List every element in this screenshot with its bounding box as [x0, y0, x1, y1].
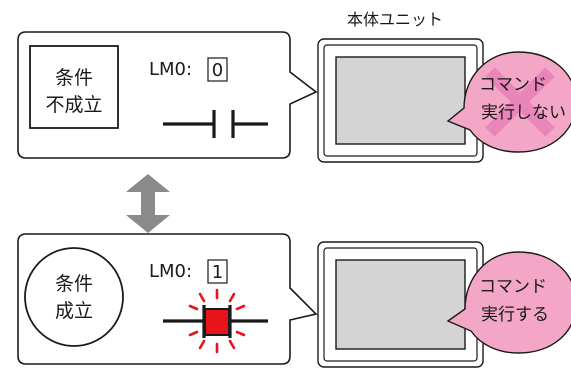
bubble-text-line2: 実行しない — [481, 103, 566, 123]
device-screen-top — [335, 56, 466, 145]
relay-value: 1 — [212, 262, 223, 283]
relay-value: 0 — [212, 60, 223, 81]
condition-label-line1: 条件 — [55, 67, 93, 89]
glow-rays-icon — [188, 288, 246, 354]
closed-contact-symbol — [163, 288, 268, 354]
condition-circle — [24, 247, 124, 347]
command-bubble-top: コマンド 実行しない — [446, 51, 571, 153]
panel-condition-met: 条件 成立 LM0: 1 — [17, 233, 318, 365]
device-screen-bottom — [335, 259, 466, 350]
x-mark-icon — [485, 67, 555, 137]
relay-label: LM0: — [149, 59, 192, 80]
condition-box-square — [29, 45, 119, 129]
command-bubble-bottom: コマンド 実行する — [446, 251, 571, 354]
panel-condition-not-met: 条件 不成立 LM0: 0 — [17, 31, 318, 159]
bubble-text-line2: 実行する — [481, 305, 549, 325]
relay-label: LM0: — [149, 261, 192, 282]
relay-value-box — [207, 57, 228, 82]
open-contact-symbol — [163, 110, 268, 138]
condition-label-line1: 条件 — [55, 273, 93, 295]
condition-label-line2: 成立 — [55, 300, 93, 322]
device-unit-bottom — [317, 241, 484, 368]
bubble-text-line1: コマンド — [479, 277, 547, 297]
double-arrow-icon — [126, 174, 170, 233]
relay-value-box — [207, 259, 228, 284]
device-unit-top — [317, 38, 484, 163]
bubble-text-line1: コマンド — [479, 75, 547, 95]
unit-label: 本体ユニット — [347, 10, 443, 29]
condition-label-line2: 不成立 — [45, 94, 102, 116]
